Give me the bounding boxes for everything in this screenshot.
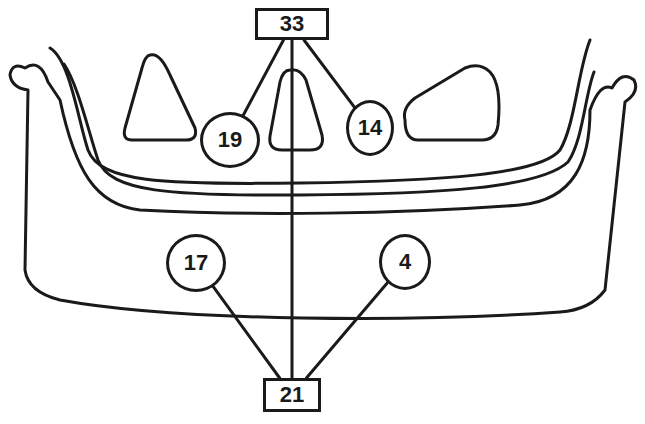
number-circle: 14 — [346, 100, 394, 156]
number-circle: 4 — [379, 234, 431, 290]
leader-line — [306, 283, 387, 378]
callout-number: 33 — [280, 13, 304, 35]
number-circle: 19 — [200, 112, 260, 168]
callout-number: 19 — [218, 129, 242, 151]
callout-number: 21 — [280, 384, 304, 406]
number-box: 21 — [263, 378, 321, 412]
mandible-outline — [10, 65, 636, 318]
leader-line — [304, 40, 354, 107]
callout-number: 17 — [184, 252, 208, 274]
leader-line — [213, 287, 279, 378]
leader-line — [243, 40, 283, 115]
tooth-outline — [404, 66, 499, 140]
arch-inner-line — [64, 64, 594, 195]
number-box: 33 — [255, 8, 329, 40]
arch-outer-line — [50, 40, 590, 183]
number-circle: 17 — [166, 234, 226, 292]
tooth-outline — [270, 70, 323, 150]
tooth-outline — [124, 55, 195, 140]
callout-number: 14 — [358, 117, 382, 139]
callout-number: 4 — [399, 251, 411, 273]
leader-line — [291, 40, 294, 378]
